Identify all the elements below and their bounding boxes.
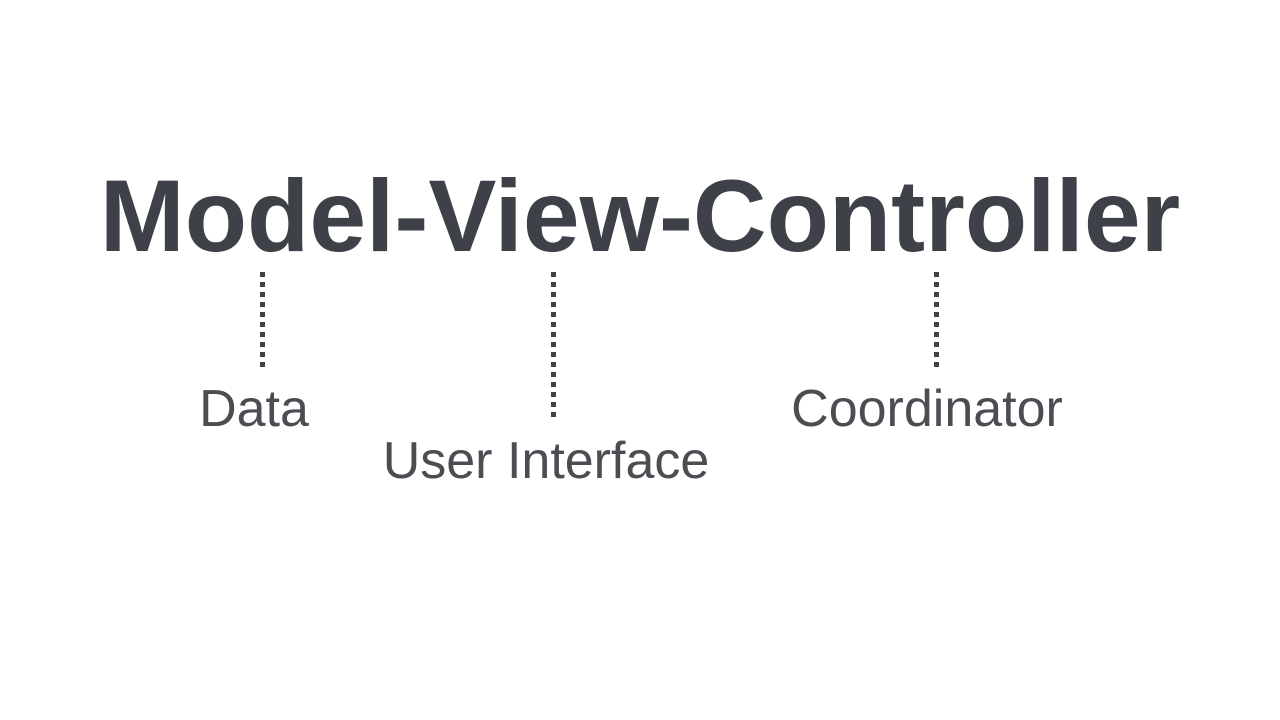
annotation-label-view: User Interface: [382, 432, 710, 490]
dotted-connector-view: [551, 272, 556, 417]
page-title: Model-View-Controller: [99, 159, 1181, 273]
annotation-label-controller: Coordinator: [791, 380, 1063, 438]
dotted-connector-controller: [934, 272, 939, 367]
dotted-connector-model: [260, 272, 265, 367]
annotation-label-model: Data: [199, 380, 309, 438]
